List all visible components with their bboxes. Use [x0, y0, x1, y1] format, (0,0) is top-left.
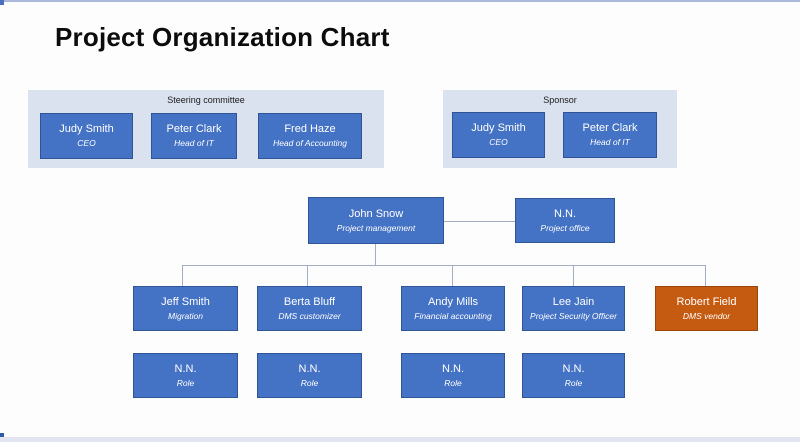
node-name: Judy Smith	[59, 123, 114, 136]
connector-drop-3	[452, 265, 453, 286]
node-name: Berta Bluff	[283, 295, 336, 308]
node-role: Head of IT	[174, 138, 214, 149]
connector-drop-5	[705, 265, 706, 286]
bottom-strip	[0, 437, 800, 442]
node-role: Project office	[540, 222, 590, 233]
node-andy-mills: Andy Mills Financial accounting	[401, 286, 505, 331]
connector-drop-2	[307, 265, 308, 286]
top-border-line	[0, 0, 800, 2]
node-placeholder-3: N.N. Role	[401, 353, 505, 398]
node-name: N.N.	[174, 362, 197, 375]
page-title: Project Organization Chart	[55, 22, 390, 52]
top-left-corner-mark	[0, 0, 4, 5]
node-name: Robert Field	[676, 295, 737, 308]
node-name: Peter Clark	[166, 123, 222, 136]
group-sponsor: Sponsor Judy Smith CEO Peter Clark Head …	[443, 90, 677, 168]
node-role: CEO	[489, 137, 508, 148]
node-role: DMS vendor	[682, 310, 731, 321]
node-project-office: N.N. Project office	[515, 198, 615, 243]
node-name: N.N.	[442, 362, 464, 375]
node-name: N.N.	[298, 362, 321, 375]
node-fred-haze-steering: Fred Haze Head of Accounting	[258, 113, 362, 159]
node-john-snow: John Snow Project management	[308, 197, 444, 244]
node-role: Project management	[336, 222, 416, 233]
node-berta-bluff: Berta Bluff DMS customizer	[257, 286, 362, 331]
node-role: Role	[444, 377, 462, 388]
node-role: Head of Accounting	[273, 138, 347, 149]
node-placeholder-2: N.N. Role	[257, 353, 362, 398]
node-placeholder-4: N.N. Role	[522, 353, 625, 398]
connector-drop-1	[182, 265, 183, 286]
node-name: Judy Smith	[471, 122, 526, 135]
node-robert-field: Robert Field DMS vendor	[655, 286, 758, 331]
node-name: Jeff Smith	[161, 295, 210, 308]
node-judy-smith-steering: Judy Smith CEO	[40, 113, 133, 159]
node-jeff-smith: Jeff Smith Migration	[133, 286, 238, 331]
node-name: Andy Mills	[427, 295, 479, 308]
node-role: Financial accounting	[414, 310, 492, 321]
node-lee-jain: Lee Jain Project Security Officer	[522, 286, 625, 331]
bottom-left-corner-mark	[0, 433, 4, 438]
connector-bus	[182, 265, 706, 266]
node-name: Fred Haze	[284, 123, 336, 136]
node-role: Project Security Officer	[530, 310, 617, 321]
node-role: Role	[300, 377, 319, 388]
node-role: Head of IT	[590, 137, 630, 148]
node-role: Migration	[168, 310, 203, 321]
node-peter-clark-steering: Peter Clark Head of IT	[151, 113, 237, 159]
node-name: N.N.	[562, 362, 585, 375]
group-label: Steering committee	[167, 95, 245, 105]
node-name: Lee Jain	[552, 295, 595, 308]
node-role: Role	[564, 377, 583, 388]
node-role: Role	[176, 377, 195, 388]
connector-drop-4	[573, 265, 574, 286]
node-judy-smith-sponsor: Judy Smith CEO	[452, 112, 545, 158]
node-placeholder-1: N.N. Role	[133, 353, 238, 398]
group-label: Sponsor	[543, 95, 577, 105]
node-name: John Snow	[348, 207, 404, 220]
connector-lead-drop	[375, 244, 376, 266]
node-role: DMS customizer	[278, 310, 341, 321]
node-role: CEO	[77, 138, 96, 149]
node-peter-clark-sponsor: Peter Clark Head of IT	[563, 112, 657, 158]
group-steering-committee: Steering committee Judy Smith CEO Peter …	[28, 90, 384, 168]
node-name: N.N.	[554, 207, 576, 220]
connector-lead-to-office	[444, 221, 515, 222]
node-name: Peter Clark	[582, 122, 638, 135]
